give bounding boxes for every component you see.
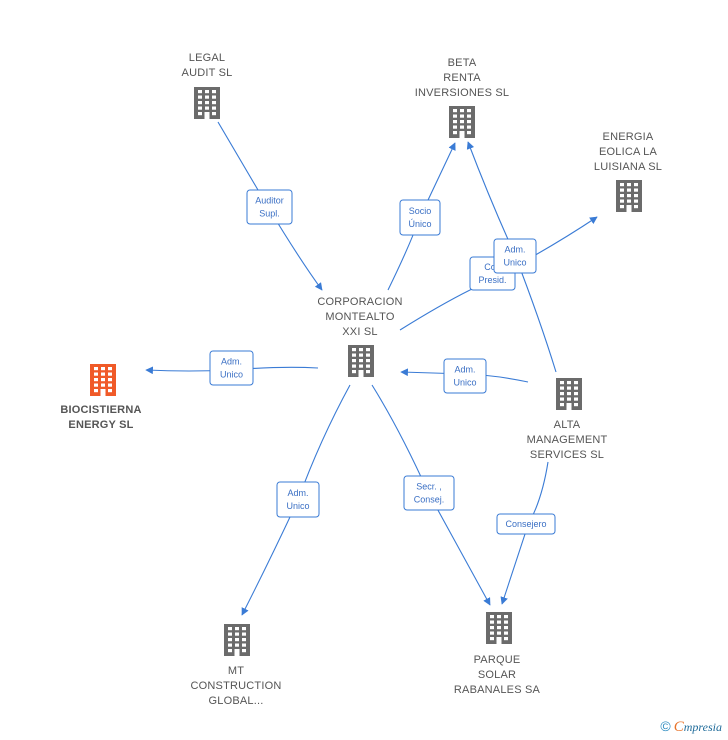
edge-label-text: Supl. bbox=[259, 209, 280, 219]
node-alta[interactable]: ALTA MANAGEMENT SERVICES SL bbox=[527, 378, 608, 461]
building-icon bbox=[616, 180, 642, 212]
edge-label-alta-parque[interactable]: Consejero bbox=[496, 513, 556, 535]
building-icon bbox=[556, 378, 582, 410]
node-label-beta: BETA bbox=[448, 57, 477, 69]
edge-label-text: Unico bbox=[286, 501, 309, 511]
brand-name: mpresia bbox=[683, 720, 722, 734]
building-icon bbox=[224, 624, 250, 656]
edge-label-corp-mt[interactable]: Adm. Unico bbox=[276, 481, 320, 518]
node-label-legal: LEGAL bbox=[189, 52, 225, 64]
edge-label-box bbox=[403, 475, 455, 511]
edge-label-text: Socio bbox=[409, 206, 432, 216]
node-biocistierna[interactable]: BIOCISTIERNA ENERGY SL bbox=[60, 364, 141, 431]
edge-label-box bbox=[276, 481, 320, 518]
edge-label-text: Con bbox=[484, 262, 501, 272]
edge-label-box bbox=[443, 358, 487, 394]
node-label-alta: SERVICES SL bbox=[530, 449, 604, 461]
edge-label-box bbox=[246, 189, 293, 225]
node-label-alta: ALTA bbox=[554, 419, 581, 431]
edge-label-alta-corp[interactable]: Adm. Unico bbox=[443, 358, 487, 394]
node-label-alta: MANAGEMENT bbox=[527, 434, 608, 446]
nodes-layer: LEGAL AUDIT SL BETA RENTA INVERSIONES SL ENER… bbox=[60, 52, 662, 707]
edge-label-box bbox=[399, 199, 441, 236]
brand-initial: C bbox=[673, 719, 684, 735]
node-label-beta: RENTA bbox=[443, 72, 481, 84]
edge-label-text: Adm. bbox=[504, 245, 525, 255]
edge-label-text: Unico bbox=[503, 258, 526, 268]
edge-label-alta-beta[interactable]: Adm. Unico bbox=[493, 238, 537, 274]
building-icon bbox=[348, 345, 374, 377]
edge-label-text: Consejero bbox=[505, 519, 546, 529]
edge-label-text: Adm. bbox=[221, 357, 242, 367]
node-label-mt: GLOBAL... bbox=[209, 695, 264, 707]
building-icon bbox=[486, 612, 512, 644]
edge-label-text: Unico bbox=[220, 370, 243, 380]
copyright-icon: © bbox=[660, 718, 671, 734]
edge-label-box bbox=[209, 350, 254, 386]
node-energia[interactable]: ENERGIA EOLICA LA LUISIANA SL bbox=[594, 131, 662, 212]
node-label-legal: AUDIT SL bbox=[182, 67, 233, 79]
edge-label-text: Adm. bbox=[454, 365, 475, 375]
edge-label-corp-parque[interactable]: Secr. , Consej. bbox=[403, 475, 455, 511]
node-corporacion[interactable]: CORPORACION MONTEALTO XXI SL bbox=[317, 296, 402, 377]
node-label-energia: LUISIANA SL bbox=[594, 161, 662, 173]
brand-footer: ©Cmpresia bbox=[660, 718, 722, 736]
node-label-biocistierna: ENERGY SL bbox=[68, 419, 133, 431]
node-mt[interactable]: MT CONSTRUCTION GLOBAL... bbox=[190, 624, 281, 707]
edge-label-text: Adm. bbox=[287, 488, 308, 498]
node-label-corporacion: MONTEALTO bbox=[325, 311, 394, 323]
building-icon bbox=[449, 106, 475, 138]
edge-label-text: Consej. bbox=[414, 495, 445, 505]
node-label-corporacion: CORPORACION bbox=[317, 296, 402, 308]
edge-label-text: Unico bbox=[453, 378, 476, 388]
edge-label-text: Presid. bbox=[478, 275, 506, 285]
node-legal[interactable]: LEGAL AUDIT SL bbox=[182, 52, 233, 119]
node-label-mt: MT bbox=[228, 665, 244, 677]
node-parque[interactable]: PARQUE SOLAR RABANALES SA bbox=[454, 612, 541, 696]
node-label-parque: RABANALES SA bbox=[454, 684, 541, 696]
node-label-energia: EOLICA LA bbox=[599, 146, 658, 158]
edge-label-text: Auditor bbox=[255, 196, 284, 206]
edge-label-corp-bio[interactable]: Adm. Unico bbox=[209, 350, 254, 386]
node-label-parque: SOLAR bbox=[478, 669, 516, 681]
node-label-corporacion: XXI SL bbox=[342, 326, 377, 338]
node-label-mt: CONSTRUCTION bbox=[190, 680, 281, 692]
node-label-beta: INVERSIONES SL bbox=[415, 87, 510, 99]
node-label-energia: ENERGIA bbox=[603, 131, 654, 143]
edge-label-box bbox=[496, 513, 556, 535]
edge-label-text: Secr. , bbox=[416, 482, 442, 492]
building-icon bbox=[194, 87, 220, 119]
node-beta[interactable]: BETA RENTA INVERSIONES SL bbox=[415, 57, 510, 138]
node-label-parque: PARQUE bbox=[474, 654, 521, 666]
node-label-biocistierna: BIOCISTIERNA bbox=[60, 404, 141, 416]
edge-label-text: Único bbox=[408, 219, 431, 229]
edge-label-box bbox=[493, 238, 537, 274]
building-icon bbox=[90, 364, 116, 396]
